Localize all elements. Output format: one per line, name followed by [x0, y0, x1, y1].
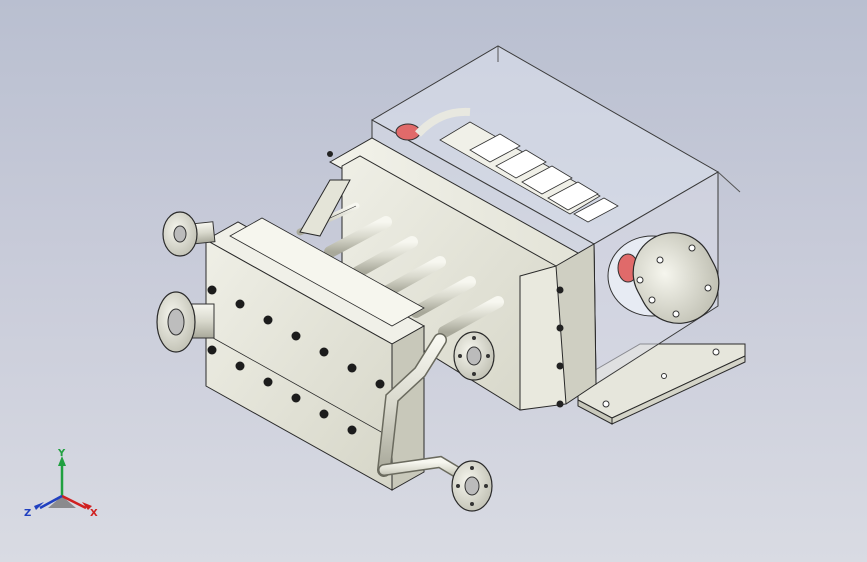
discharge-pipe[interactable] — [377, 333, 476, 486]
y-axis-label: Y — [57, 448, 66, 459]
discharge-flange-lower[interactable] — [451, 460, 493, 512]
x-axis-line — [61, 494, 87, 510]
liquid-end-block[interactable] — [204, 217, 426, 491]
left-bracket — [299, 179, 351, 237]
x-axis-arrow — [82, 502, 92, 510]
coordinate-triad: Y X Z — [24, 448, 98, 519]
discharge-flange-upper[interactable] — [453, 331, 495, 381]
suction-inlet-flange[interactable] — [156, 211, 216, 353]
internal-cam-blocks — [395, 107, 619, 223]
z-axis-arrow — [34, 502, 44, 510]
motor-flange[interactable] — [607, 219, 733, 338]
pump-housing[interactable] — [327, 137, 597, 411]
x-axis-label: X — [90, 508, 98, 519]
z-axis-label: Z — [24, 508, 31, 519]
triad-base — [48, 496, 76, 508]
z-axis-line — [39, 494, 63, 510]
y-axis-arrow — [58, 456, 66, 466]
bolt-heads — [207, 285, 385, 435]
